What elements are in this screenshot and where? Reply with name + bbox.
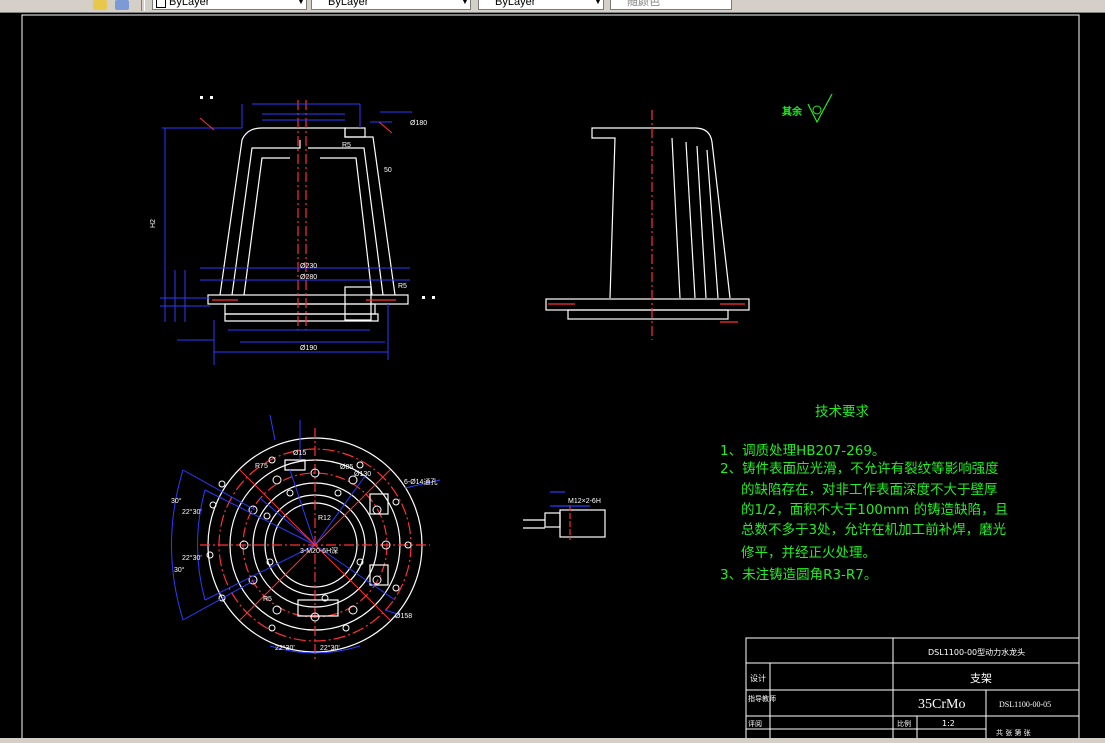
- thread-detail: M12×2-6H: [523, 491, 606, 540]
- chevron-down-icon[interactable]: ▼: [461, 0, 469, 6]
- title-label-instructor: 指导教师: [748, 694, 776, 703]
- tech-req-line-3: 的缺陷存在，对非工作表面深度不大于壁厚: [741, 482, 998, 498]
- plan-angle-6: 22°30': [320, 644, 340, 652]
- chevron-down-icon[interactable]: ▼: [297, 0, 305, 6]
- color-value: ByLayer: [495, 0, 536, 8]
- plan-r5-label: R5: [263, 596, 272, 603]
- title-scale-value: 1:2: [942, 719, 955, 728]
- plan-d130-label: Ø130: [354, 471, 371, 478]
- technical-requirements: 技术要求 1、调质处理HB207-269。 2、铸件表面应光滑，不允许有裂纹等影…: [720, 404, 1008, 583]
- plan-angle-2: 22°30': [182, 508, 202, 516]
- status-strip: [0, 738, 1105, 743]
- front-view: H2 Ø180 R5 R5 Ø230 Ø280 Ø190 50: [150, 100, 427, 365]
- roughness-note: 其余: [782, 105, 803, 118]
- side-view: [545, 110, 750, 340]
- title-block: DSL1100-00型动力水龙头 支架 35CrMo DSL1100-00-05…: [745, 637, 1080, 743]
- chevron-down-icon[interactable]: ▼: [594, 0, 602, 6]
- plan-angle-5: 22°30': [275, 644, 295, 652]
- title-assembly-name: DSL1100-00型动力水龙头: [928, 647, 1025, 657]
- color-swatch-icon: [156, 0, 166, 8]
- front-radius2-label: R5: [398, 283, 407, 290]
- plan-d158-label: Ø158: [395, 613, 412, 620]
- plan-view: R5 R75 Ø85 Ø130 6-Ø14通孔 Ø158 Ø15 3-M20-6…: [171, 414, 441, 662]
- layer-previous-icon[interactable]: [115, 0, 129, 10]
- tech-req-line-7: 3、未注铸造圆角R3-R7。: [720, 567, 877, 583]
- tech-req-line-1: 1、调质处理HB207-269。: [720, 443, 885, 459]
- title-drawing-number: DSL1100-00-05: [999, 700, 1051, 709]
- dim-50-label: 50: [384, 167, 392, 174]
- tech-req-heading: 技术要求: [815, 404, 869, 420]
- plan-r12-label: R12: [318, 515, 331, 522]
- roughness-symbol: 其余: [782, 93, 833, 124]
- tech-req-line-6: 修平，并经正火处理。: [741, 545, 876, 561]
- sheet-border: [21, 14, 1080, 743]
- color-combo[interactable]: ByLayer ▼: [478, 0, 604, 10]
- plan-d15-label: Ø15: [293, 450, 306, 457]
- plan-d85-label: Ø85: [340, 464, 353, 471]
- title-sheets: 共 张 第 张: [996, 728, 1031, 737]
- corner-markers: [200, 96, 435, 299]
- dim-height-text: H2: [150, 219, 157, 228]
- title-label-review: 评阅: [748, 720, 762, 728]
- plotstyle-combo[interactable]: 随颜色: [610, 0, 732, 10]
- plan-angle-1: 30°: [171, 497, 182, 505]
- linetype-combo[interactable]: ByLayer ▼: [152, 0, 307, 10]
- plan-angle-4: 30°: [174, 566, 185, 574]
- tech-req-line-5: 总数不多于3处，允许在机加工前补焊，磨光: [741, 521, 1006, 538]
- title-part-name: 支架: [970, 672, 992, 685]
- title-material: 35CrMo: [918, 697, 965, 712]
- toolbar-separator: [141, 0, 145, 11]
- dim-top-text: Ø180: [410, 120, 427, 127]
- front-radius-label: R5: [342, 142, 351, 149]
- plan-angle-3: 22°30': [182, 554, 202, 562]
- cad-drawing: H2 Ø180 R5 R5 Ø230 Ø280 Ø190 50: [21, 14, 1080, 743]
- lineweight-value: ByLayer: [328, 0, 369, 8]
- layer-state-icon[interactable]: [93, 0, 107, 10]
- plotstyle-value: 随颜色: [627, 0, 660, 8]
- plan-holes-label: 6-Ø14通孔: [404, 477, 437, 486]
- title-label-scale: 比例: [897, 719, 911, 728]
- properties-toolbar: ByLayer ▼ ByLayer ▼ ByLayer ▼ 随颜色: [0, 0, 1105, 13]
- dim-190-label: Ø190: [300, 345, 317, 352]
- tech-req-line-2: 2、铸件表面应光滑，不允许有裂纹等影响强度: [720, 460, 999, 477]
- lineweight-combo[interactable]: ByLayer ▼: [311, 0, 471, 10]
- dim-230-label: Ø230: [300, 263, 317, 270]
- title-label-design: 设计: [750, 673, 766, 683]
- plan-m20-label: 3-M20-6H深: [300, 546, 338, 555]
- linetype-value: ByLayer: [169, 0, 210, 8]
- dim-280-label: Ø280: [300, 274, 317, 281]
- tech-req-line-4: 的1/2，面积不大于100mm 的铸造缺陷，且: [741, 502, 1008, 518]
- thread-hole-label: M12×2-6H: [568, 498, 601, 505]
- plan-r75-label: R75: [255, 463, 268, 470]
- drawing-area[interactable]: H2 Ø180 R5 R5 Ø230 Ø280 Ø190 50: [0, 13, 1105, 743]
